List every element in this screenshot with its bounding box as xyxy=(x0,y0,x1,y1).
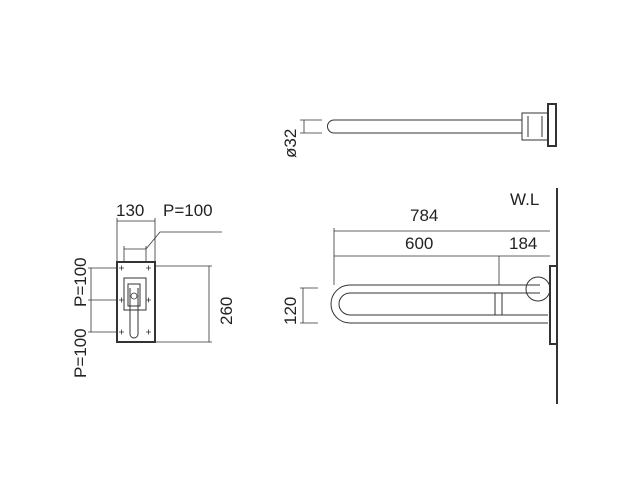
dim-line-side-pitch xyxy=(88,267,117,333)
label-overall-length: 784 xyxy=(410,206,438,225)
label-rail-height: 120 xyxy=(281,297,300,325)
dim-line-overall-length xyxy=(333,228,550,285)
dim-line-top-pitch xyxy=(123,231,222,262)
top-view-rail xyxy=(334,119,522,134)
rail-inner xyxy=(338,292,548,316)
label-top-pitch: P=100 xyxy=(163,201,213,220)
label-side-pitch-lower: P=100 xyxy=(71,328,90,378)
hinge-block xyxy=(123,277,147,311)
top-view-rail-end xyxy=(327,119,335,134)
label-plate-height: 260 xyxy=(217,297,236,325)
top-view-wall-plate xyxy=(547,103,557,147)
dim-line-rail-length xyxy=(334,255,550,285)
top-view-bracket-detail xyxy=(527,116,543,137)
side-view: W.L 784 600 184 120 xyxy=(281,188,558,404)
label-wall-line: W.L xyxy=(510,190,539,209)
rail-outer xyxy=(330,284,548,324)
label-pipe-diameter: ø32 xyxy=(281,129,300,158)
dim-line-diameter xyxy=(300,119,322,134)
label-side-pitch-upper: P=100 xyxy=(71,257,90,307)
top-view-bracket xyxy=(521,112,549,141)
pivot-pin xyxy=(130,292,138,300)
arm-stub xyxy=(129,288,139,339)
label-bracket-offset: 184 xyxy=(509,234,537,253)
screw-marks xyxy=(119,265,151,335)
dim-line-rail-height xyxy=(300,287,318,324)
rail-post xyxy=(494,293,503,315)
label-top-width: 130 xyxy=(116,201,144,220)
top-view: ø32 xyxy=(281,103,557,158)
hinge-inner xyxy=(127,283,141,307)
side-view-wall-plate xyxy=(549,265,558,345)
mounting-plate-view: 130 P=100 P=100 P=100 260 xyxy=(71,201,236,378)
hinge-circle xyxy=(525,276,551,302)
dim-line-top-width xyxy=(116,218,156,262)
mounting-plate xyxy=(116,261,156,343)
label-rail-length: 600 xyxy=(405,234,433,253)
dim-line-plate-height xyxy=(155,265,212,343)
